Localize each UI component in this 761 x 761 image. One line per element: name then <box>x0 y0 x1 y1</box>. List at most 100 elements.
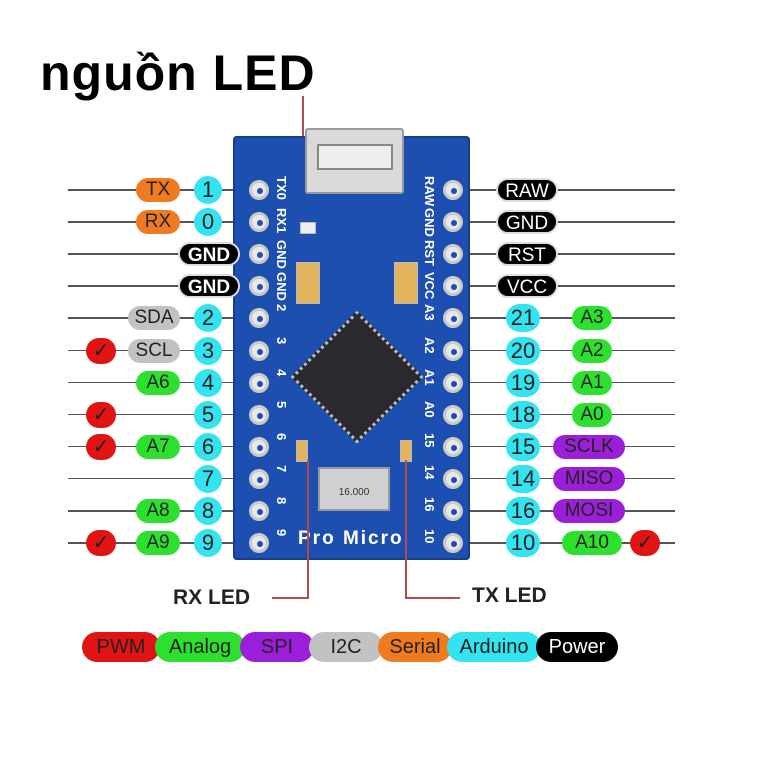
capacitor <box>394 262 418 304</box>
usb-connector <box>305 128 404 194</box>
pin-pad <box>443 180 463 200</box>
pin-silk-label: 10 <box>422 529 437 544</box>
pin-silk-label: 7 <box>274 464 289 473</box>
rx-led-leader-h <box>272 597 309 599</box>
tx-led-leader-h <box>405 597 460 599</box>
pin-silk-label: A0 <box>422 400 437 418</box>
pin-silk-label: GND <box>422 208 437 237</box>
pin-function-badge: SCLK <box>553 434 625 459</box>
pin-function-badge: SDA <box>128 306 180 331</box>
pwm-check-icon: ✓ <box>86 433 116 460</box>
pin-silk-label: 8 <box>274 497 289 505</box>
pin-line <box>455 381 675 384</box>
arduino-pin-number: 0 <box>194 208 222 237</box>
legend-item-spi: SPI <box>240 632 314 662</box>
pin-silk-label: 2 <box>274 304 289 312</box>
pwm-check-icon: ✓ <box>86 530 116 557</box>
pin-silk-label: GND <box>274 272 289 302</box>
pwm-check-icon: ✓ <box>86 401 116 428</box>
pin-function-badge: A3 <box>572 306 612 331</box>
pin-function-badge: A10 <box>562 531 622 556</box>
arduino-pin-number: 18 <box>506 400 540 429</box>
legend-item-pwm: PWM <box>82 632 160 662</box>
tx-led-label: TX LED <box>472 584 547 607</box>
pin-silk-label: RAW <box>422 176 437 207</box>
pin-silk-label: A1 <box>422 368 437 386</box>
arduino-pin-number: 16 <box>506 497 540 525</box>
pin-line <box>68 413 248 416</box>
pin-pad <box>249 308 269 329</box>
legend-item-serial: Serial <box>378 632 452 662</box>
pin-function-badge: A9 <box>136 531 180 556</box>
pin-silk-label: A2 <box>422 336 437 354</box>
pin-pad <box>249 244 269 265</box>
pin-silk-label: 3 <box>274 336 289 344</box>
arduino-pin-number: 1 <box>194 176 222 204</box>
pin-function-badge: MOSI <box>553 499 625 523</box>
arduino-pin-number: 5 <box>194 400 222 429</box>
tx-led-component <box>400 440 412 462</box>
legend-item-analog: Analog <box>155 632 245 662</box>
arduino-pin-number: 2 <box>194 304 222 333</box>
pin-pad <box>443 308 463 329</box>
pin-pad <box>443 436 463 457</box>
title: nguồn LED <box>40 45 316 101</box>
rx-led-label: RX LED <box>173 586 251 609</box>
pin-pad <box>249 180 269 200</box>
pin-silk-label: 9 <box>274 529 289 537</box>
crystal: 16.000 <box>318 467 390 511</box>
pin-line <box>68 253 248 255</box>
pin-silk-label: RST <box>422 240 437 267</box>
arduino-pin-number: 7 <box>194 464 222 493</box>
pin-silk-label: RX1 <box>274 208 289 234</box>
capacitor <box>296 262 320 304</box>
arduino-pin-number: 4 <box>194 368 222 397</box>
pin-line <box>455 349 675 351</box>
power-led <box>300 222 316 234</box>
pin-line <box>68 285 248 287</box>
pin-function-badge: RAW <box>496 178 558 202</box>
legend-item-i2c: I2C <box>309 632 383 662</box>
pin-line <box>455 285 675 287</box>
crystal-label: 16.000 <box>338 487 370 498</box>
pin-function-badge: A8 <box>136 499 180 523</box>
pin-pad <box>249 501 269 521</box>
arduino-pin-number: 14 <box>506 464 540 493</box>
pin-function-badge: A0 <box>572 402 612 427</box>
pin-pad <box>249 436 269 457</box>
pin-silk-label: GND <box>274 240 289 270</box>
pin-silk-label: TX0 <box>274 176 289 200</box>
legend-item-arduino: Arduino <box>447 632 541 662</box>
pin-pad <box>443 340 463 361</box>
pin-pad <box>249 340 269 361</box>
pin-pad <box>443 372 463 393</box>
pin-function-badge: VCC <box>496 274 558 299</box>
pin-pad <box>443 212 463 233</box>
pin-function-badge: A1 <box>572 370 612 395</box>
arduino-pin-number: 15 <box>506 432 540 461</box>
pin-silk-label: VCC <box>422 272 437 300</box>
pin-line <box>455 253 675 255</box>
pin-silk-label: 5 <box>274 400 289 408</box>
board-name: Pro Micro <box>298 528 404 549</box>
pin-pad <box>249 468 269 489</box>
arduino-pin-number: 3 <box>194 336 222 365</box>
pin-function-badge: SCL <box>128 338 180 363</box>
pin-line <box>455 317 675 319</box>
arduino-pin-number: 8 <box>194 497 222 525</box>
pin-pad <box>443 533 463 554</box>
pin-function-badge: MISO <box>553 466 625 491</box>
legend-item-power: Power <box>536 632 618 662</box>
pin-function-badge: GND <box>496 210 558 235</box>
pin-function-badge: TX <box>136 178 180 202</box>
pin-pad <box>443 468 463 489</box>
pin-line <box>455 413 675 416</box>
tx-led-leader <box>405 460 407 598</box>
pin-silk-label: A3 <box>422 304 437 322</box>
pin-pad <box>249 212 269 233</box>
pin-function-badge: A7 <box>136 434 180 459</box>
arduino-pin-number: 6 <box>194 432 222 461</box>
pin-silk-label: 16 <box>422 497 437 512</box>
pin-line <box>455 221 675 223</box>
pin-pad <box>443 501 463 521</box>
